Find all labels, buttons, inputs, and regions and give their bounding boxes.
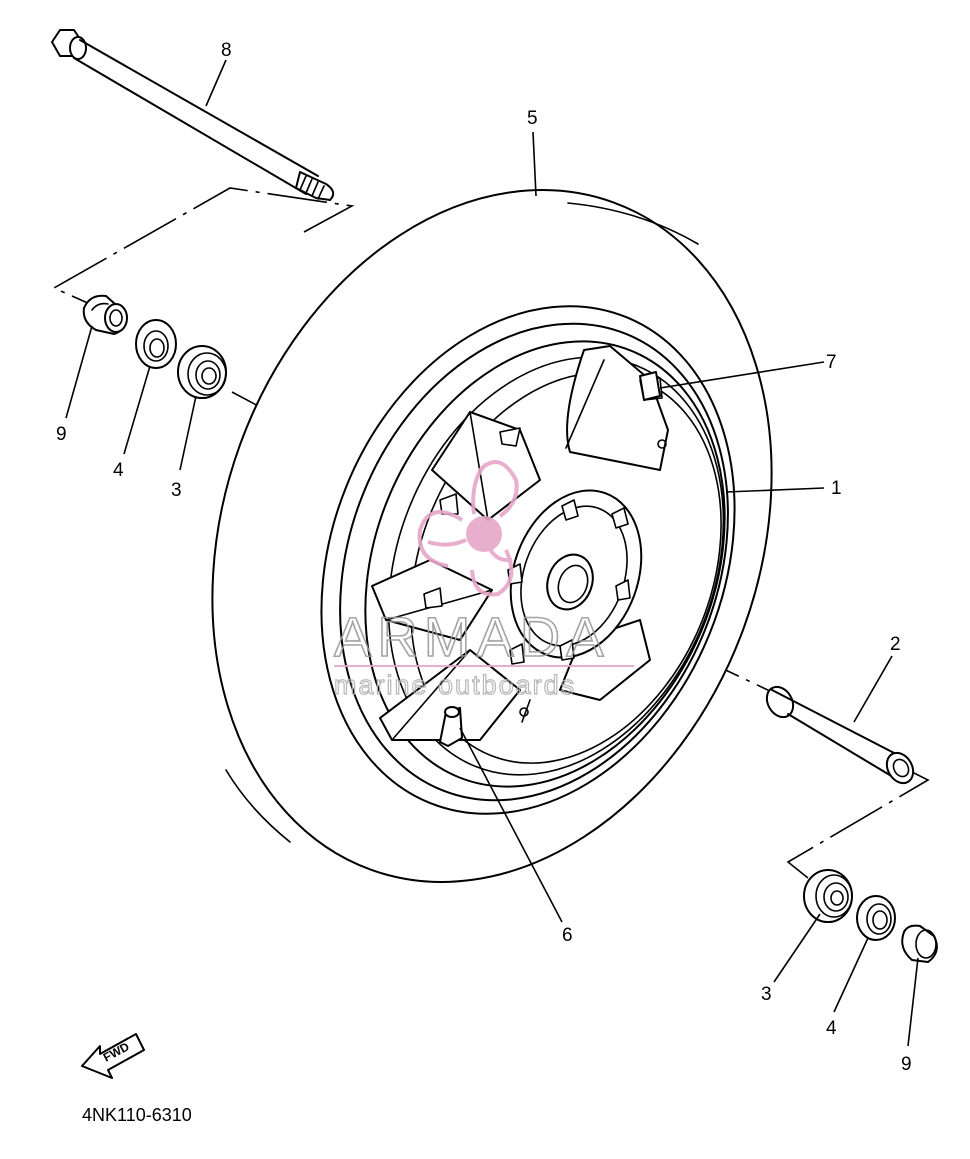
watermark-logo: ARMADA marine outboards [333, 460, 634, 701]
watermark-brand: ARMADA [334, 605, 610, 668]
left-oil-seal [135, 319, 177, 369]
callout-4-left: 4 [113, 460, 124, 481]
right-bearing [803, 869, 853, 923]
watermark-tagline: marine outboards [334, 670, 576, 700]
forward-direction-indicator: FWD [81, 1033, 145, 1079]
callout-6: 6 [562, 925, 573, 946]
callout-3-left: 3 [171, 480, 182, 501]
right-oil-seal [856, 895, 896, 941]
callout-8: 8 [221, 40, 232, 61]
callout-3-right: 3 [761, 984, 772, 1005]
front-axle [51, 29, 335, 201]
callout-7: 7 [826, 352, 837, 373]
callout-4-right: 4 [826, 1018, 837, 1039]
right-collar [901, 924, 938, 963]
propeller-hub-icon [466, 516, 502, 552]
callout-9-left: 9 [56, 424, 67, 445]
balance-weight [639, 371, 661, 401]
left-collar [82, 294, 128, 335]
diagram-code: 4NK110-6310 [82, 1105, 192, 1125]
left-bearing [177, 345, 227, 399]
callout-9-right: 9 [901, 1054, 912, 1075]
wheel-collar [765, 685, 915, 785]
leader-lines [65, 59, 919, 1047]
fwd-arrow-icon [81, 1033, 145, 1079]
callout-1: 1 [831, 478, 842, 499]
callout-labels: 8 5 7 1 2 6 9 4 3 3 4 9 [56, 40, 912, 1075]
tire-valve [439, 706, 463, 747]
callout-5: 5 [527, 108, 538, 129]
callout-2: 2 [890, 634, 901, 655]
